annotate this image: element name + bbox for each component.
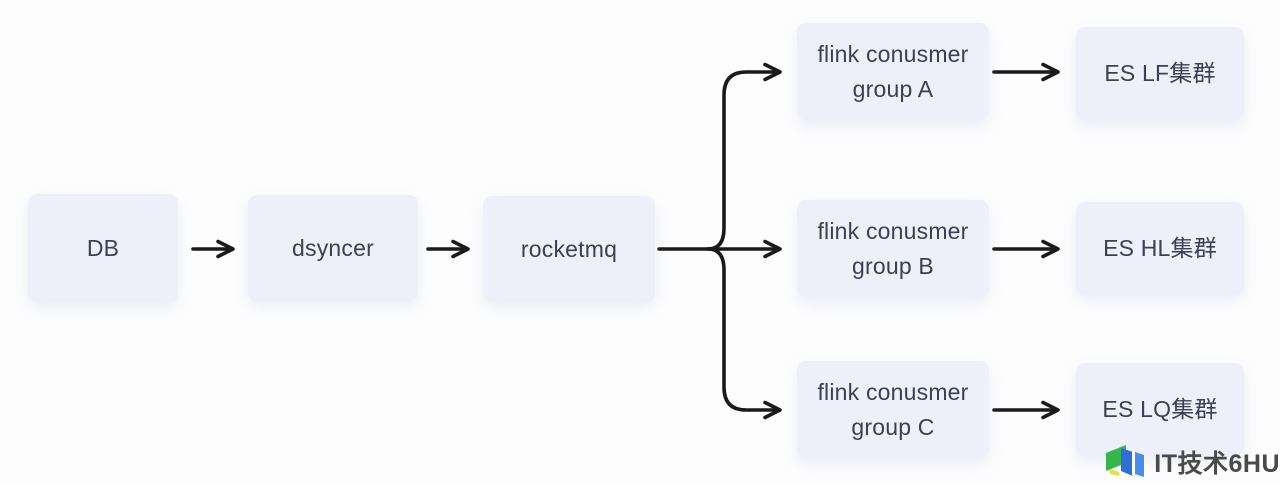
node-rocketmq: rocketmq (483, 196, 655, 302)
arrow-rocketmq-to-group-a (706, 62, 782, 251)
arrow-rocketmq-to-group-c (706, 247, 782, 420)
node-es-hl: ES HL集群 (1076, 202, 1244, 295)
node-flink-group-a: flink conusmer group A (797, 23, 989, 120)
node-dsyncer: dsyncer (248, 195, 418, 301)
node-flink-group-c: flink conusmer group C (797, 361, 989, 458)
6hu-logo-icon (1106, 445, 1145, 477)
node-es-lq: ES LQ集群 (1076, 363, 1244, 456)
watermark-text: IT技术6HU (1154, 449, 1280, 478)
node-es-lf: ES LF集群 (1076, 27, 1244, 120)
node-flink-group-b: flink conusmer group B (797, 200, 989, 297)
node-db: DB (28, 194, 178, 302)
watermark: IT技术6HU (1105, 443, 1280, 480)
